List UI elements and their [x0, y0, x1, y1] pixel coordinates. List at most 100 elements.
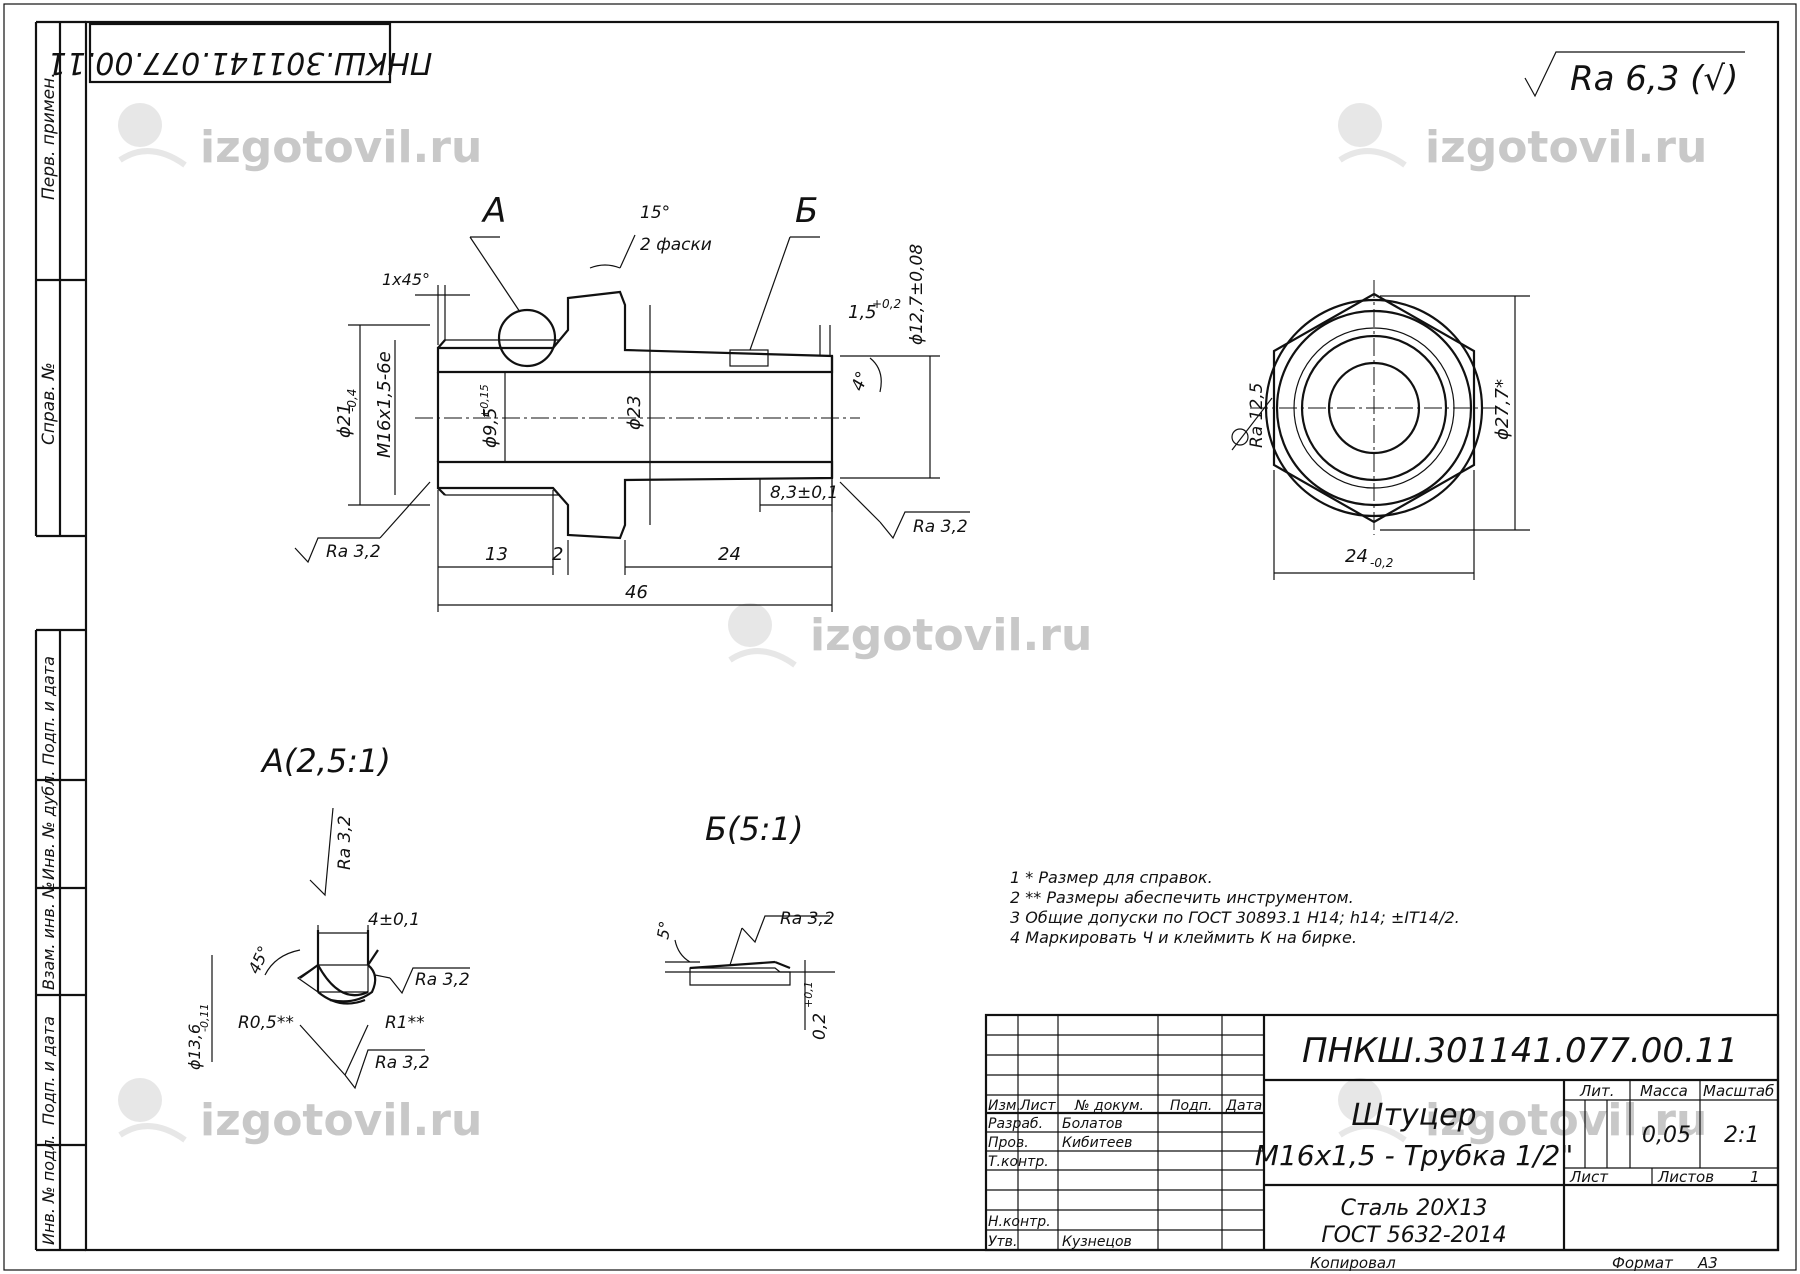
general-roughness-text: Ra 6,3 (√)	[1570, 59, 1738, 99]
general-roughness: Ra 6,3 (√)	[1524, 51, 1745, 99]
dim-2: 2	[552, 544, 563, 565]
dim-13: 13	[485, 544, 508, 565]
detail-a-dim-d136-tol: -0,11	[198, 1004, 211, 1032]
watermark-3: izgotovil.ru	[810, 610, 1092, 661]
hex-dim-24: 24	[1345, 546, 1368, 567]
note-1: 1 * Размер для справок.	[1010, 868, 1213, 887]
ra-left: Ra 3,2	[326, 542, 381, 562]
hex-dim-24-tol: -0,2	[1370, 556, 1393, 570]
dim-d21: ϕ21	[334, 403, 355, 438]
watermark-logo-icon	[118, 1078, 187, 1143]
main-section-view	[415, 290, 860, 540]
detail-a-ra-right: Ra 3,2	[415, 970, 470, 990]
side-inv-dubl: Инв. № дубл.	[39, 771, 58, 880]
name-prov: Кибитеев	[1062, 1135, 1132, 1151]
watermarks: izgotovil.ru izgotovil.ru izgotovil.ru i…	[118, 103, 1707, 1146]
sheet-label: Лист	[1569, 1168, 1609, 1186]
role-utv: Утв.	[988, 1234, 1017, 1250]
dim-d95: ϕ9,5	[480, 408, 501, 449]
technical-notes: 1 * Размер для справок. 2 ** Размеры абе…	[1010, 868, 1460, 947]
role-tkontr: Т.контр.	[988, 1154, 1049, 1170]
sheets-label: Листов	[1657, 1168, 1714, 1186]
watermark-logo-icon	[728, 603, 797, 668]
ra-right: Ra 3,2	[913, 517, 968, 537]
dim-thread: M16x1,5-6e	[374, 351, 395, 458]
watermark-logo-icon	[118, 103, 187, 168]
title-material-line1: Сталь 20Х13	[1341, 1196, 1488, 1221]
col-doc: № докум.	[1074, 1098, 1144, 1114]
drawing-frame	[3, 3, 1797, 1271]
watermark-5: izgotovil.ru	[1425, 1095, 1707, 1146]
side-sprav-no: Справ. №	[39, 362, 59, 445]
detail-b-angle: 5°	[653, 919, 675, 940]
watermark-1: izgotovil.ru	[200, 122, 482, 173]
side-podp-data-1: Подп. и дата	[39, 656, 58, 765]
title-name-line1: Штуцер	[1351, 1098, 1476, 1133]
detail-a-r1: R1**	[385, 1013, 425, 1033]
copied-label: Копировал	[1310, 1254, 1396, 1272]
detail-a-r05: R0,5**	[238, 1013, 294, 1033]
dim-groove-depth: 1,5	[848, 302, 877, 323]
dim-d21-tol: -0,4	[345, 389, 359, 412]
rotated-drawing-number: ПНКШ.301141.077.00.11	[48, 45, 433, 80]
format-value: А3	[1697, 1254, 1718, 1272]
detail-a-ra-top: Ra 3,2	[335, 815, 355, 870]
title-material-line2: ГОСТ 5632-2014	[1321, 1223, 1506, 1248]
note-3: 3 Общие допуски по ГОСТ 30893.1 H14; h14…	[1010, 908, 1460, 927]
chamfer-1x45: 1x45°	[382, 270, 430, 289]
role-prov: Пров.	[988, 1135, 1029, 1151]
col-data: Дата	[1225, 1098, 1262, 1114]
title-name-line2: M16x1,5 - Трубка 1/2"	[1255, 1139, 1573, 1172]
detail-b-dim-depth-tol: +0,1	[802, 981, 815, 1008]
dim-angle4: 4°	[848, 369, 873, 394]
label-a: А	[481, 191, 506, 231]
chamfer-note: 2 фаски	[640, 235, 712, 255]
side-inv-podl: Инв. № подл.	[39, 1135, 58, 1245]
lit-label: Лит.	[1579, 1082, 1615, 1100]
side-vzam-inv: Взам. инв. №	[39, 881, 58, 990]
side-podp-data-2: Подп. и дата	[39, 1016, 58, 1125]
scale-value: 2:1	[1724, 1123, 1759, 1148]
watermark-logo-icon	[1338, 1078, 1407, 1143]
col-list: Лист	[1019, 1098, 1056, 1114]
mass-label: Масса	[1640, 1082, 1688, 1100]
title-block	[984, 1013, 1780, 1252]
col-podp: Подп.	[1170, 1098, 1212, 1114]
watermark-4: izgotovil.ru	[200, 1095, 482, 1146]
sheets-value: 1	[1750, 1168, 1760, 1186]
scale-label: Масштаб	[1703, 1082, 1774, 1100]
dim-46: 46	[625, 582, 648, 603]
detail-b-ra: Ra 3,2	[780, 909, 835, 929]
detail-b-view	[665, 960, 835, 986]
format-label: Формат	[1612, 1254, 1674, 1272]
hex-radius: Ra 12,5	[1247, 383, 1267, 449]
watermark-logo-icon	[1338, 103, 1407, 168]
label-b: Б	[795, 191, 818, 231]
dim-83: 8,3±0,1	[770, 483, 838, 503]
col-izm: Изм.	[988, 1098, 1021, 1114]
note-2: 2 ** Размеры абеспечить инструментом.	[1010, 888, 1354, 907]
detail-b-title: Б(5:1)	[705, 810, 803, 848]
name-razrab: Болатов	[1062, 1116, 1123, 1132]
dim-d23: ϕ23	[624, 395, 645, 430]
title-doc-number: ПНКШ.301141.077.00.11	[1302, 1031, 1738, 1071]
detail-a-dim-d136: ϕ13,6	[185, 1024, 204, 1070]
detail-a-dim-width: 4±0,1	[368, 910, 420, 930]
detail-a-angle: 45°	[244, 943, 273, 977]
detail-b-dim-depth: 0,2	[810, 1013, 830, 1040]
section-top-wall	[436, 290, 834, 374]
role-nkontr: Н.контр.	[988, 1214, 1051, 1230]
mass-value: 0,05	[1642, 1123, 1691, 1148]
chamfer-angle: 15°	[640, 203, 670, 223]
hex-dim-d277: ϕ27,7*	[1492, 379, 1513, 440]
name-utv: Кузнецов	[1062, 1234, 1132, 1250]
detail-a-view	[296, 930, 379, 1005]
dim-groove-tol: +0,2	[872, 297, 901, 311]
dim-d95-tol: +0,15	[478, 384, 491, 418]
dim-24: 24	[718, 544, 741, 565]
side-perv-primen: Перв. примен.	[39, 72, 59, 200]
dim-d127: ϕ12,7±0,08	[907, 244, 927, 345]
detail-a-ra-bottom: Ra 3,2	[375, 1053, 430, 1073]
watermark-2: izgotovil.ru	[1425, 122, 1707, 173]
